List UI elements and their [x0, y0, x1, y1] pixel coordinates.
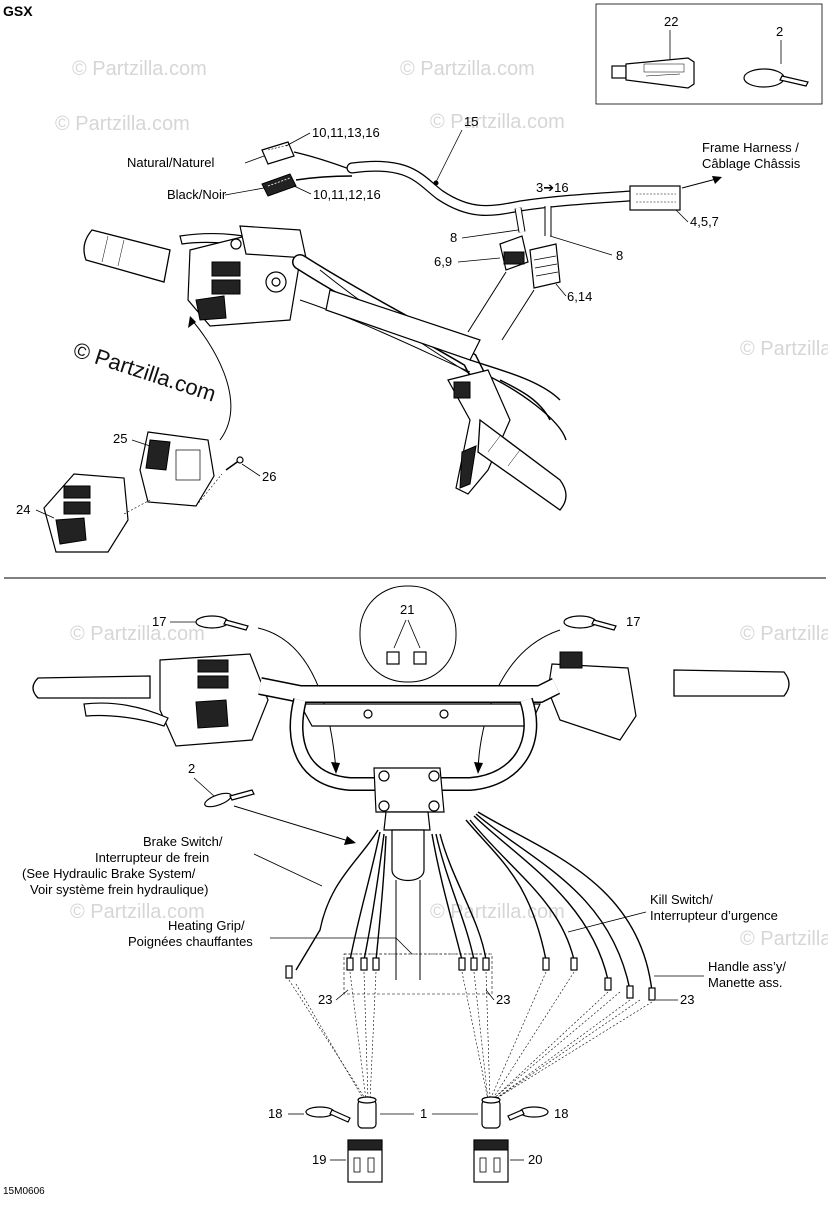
inset-box: 22 2 [595, 3, 823, 105]
connector-6-9 [499, 235, 529, 271]
tie-wrap-18-left [305, 1106, 351, 1123]
sleeve-1-right [481, 1096, 501, 1129]
handlebar-top: 25 26 24 [16, 225, 567, 553]
callout-1: 1 [420, 1106, 427, 1121]
label-handle-2: Manette ass. [708, 975, 782, 990]
tie-wrap [743, 68, 809, 88]
callout-15: 15 [464, 114, 478, 129]
callout-26: 26 [262, 469, 276, 484]
terminals [285, 957, 656, 1001]
callout-10-11-12-16: 10,11,12,16 [313, 187, 381, 202]
label-frame-harness-1: Frame Harness / [702, 140, 799, 155]
callout-8-left: 8 [450, 230, 457, 245]
routing-lines [288, 971, 653, 1101]
label-frame-harness-2: Câblage Châssis [702, 156, 801, 171]
housing-19 [347, 1139, 383, 1183]
label-handle-1: Handle ass’y/ [708, 959, 786, 974]
callout-24: 24 [16, 502, 30, 517]
lubricant-tube [611, 57, 695, 89]
tie-wrap-2 [204, 789, 255, 808]
watermark: © Partzilla.com [740, 928, 828, 950]
figure-code: 15M0606 [3, 1186, 45, 1197]
callout-6-9: 6,9 [434, 254, 452, 269]
handlebar-bottom: 17 17 21 [22, 585, 790, 1183]
frame-harness-connector [629, 185, 681, 211]
housing-20 [473, 1139, 509, 1183]
watermark: © Partzilla.com [70, 623, 205, 645]
screw-26 [225, 456, 244, 471]
label-natural: Natural/Naturel [127, 155, 215, 170]
watermark-strong: © Partzilla.com [70, 337, 219, 407]
callout-22: 22 [664, 14, 678, 29]
callout-17-right: 17 [626, 614, 640, 629]
callout-17-left: 17 [152, 614, 166, 629]
connector-6-14 [529, 243, 561, 289]
label-kill-2: Interrupteur d’urgence [650, 908, 778, 923]
callout-23-left: 23 [318, 992, 332, 1007]
connector-black [261, 173, 297, 197]
watermark: © Partzilla.com [430, 111, 565, 133]
watermark: © Partzilla.com [55, 113, 190, 135]
model-label: GSX [3, 3, 33, 19]
tie-wrap-17-right [563, 615, 617, 631]
watermark: © Partzilla.com [430, 901, 565, 923]
callout-4-5-7: 4,5,7 [690, 214, 719, 229]
callout-23-mid: 23 [496, 992, 510, 1007]
callout-10-11-13-16: 10,11,13,16 [312, 125, 380, 140]
watermark: © Partzilla.com [740, 338, 828, 360]
label-black: Black/Noir [167, 187, 227, 202]
label-brake-2: Interrupteur de frein [95, 850, 209, 865]
sleeve-1-left [357, 1096, 377, 1129]
callout-20: 20 [528, 1152, 542, 1167]
callout-19: 19 [312, 1152, 326, 1167]
label-brake-1: Brake Switch/ [143, 834, 223, 849]
tie-wrap-18-right [507, 1106, 549, 1121]
connector-natural [261, 141, 295, 165]
callout-25: 25 [113, 431, 127, 446]
callout-8-right: 8 [616, 248, 623, 263]
callout-18-left: 18 [268, 1106, 282, 1121]
watermark: © Partzilla.com [72, 58, 207, 80]
watermark: © Partzilla.com [740, 623, 828, 645]
label-brake-3: (See Hydraulic Brake System/ [22, 866, 196, 881]
callout-18-right: 18 [554, 1106, 568, 1121]
switch-cover-25 [139, 431, 215, 507]
callout-3-16: 3➔16 [536, 180, 569, 195]
switch-housing-24 [43, 473, 129, 553]
tie-wrap-17-left [195, 615, 249, 631]
heat-element-21: 21 [359, 585, 457, 683]
watermark: © Partzilla.com [70, 901, 205, 923]
callout-23-right: 23 [680, 992, 694, 1007]
watermark: © Partzilla.com [400, 58, 535, 80]
label-heating-2: Poignées chauffantes [128, 934, 253, 949]
label-kill-1: Kill Switch/ [650, 892, 713, 907]
label-heating-1: Heating Grip/ [168, 918, 245, 933]
callout-2-bottom: 2 [188, 761, 195, 776]
harness-top: Frame Harness / Câblage Châssis 10,11,13… [127, 114, 801, 341]
callout-21: 21 [400, 602, 414, 617]
callout-2-top: 2 [776, 24, 783, 39]
label-brake-4: Voir système frein hydraulique) [30, 882, 208, 897]
callout-6-14: 6,14 [567, 289, 592, 304]
